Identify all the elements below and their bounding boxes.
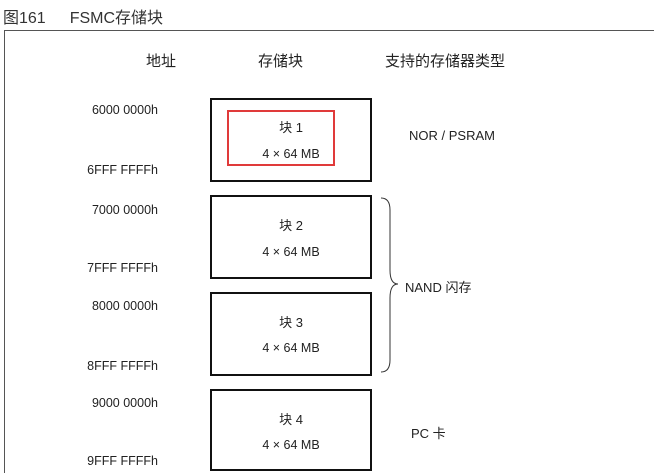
header-address: 地址 [146,53,177,70]
memory-block-1: 块 1 4 × 64 MB [210,98,372,182]
memory-block-4: 块 4 4 × 64 MB [210,389,372,471]
block-size: 4 × 64 MB [262,438,320,452]
figure-title: FSMC存储块 [69,10,164,27]
type-pc-card: PC 卡 [411,426,446,441]
address-end: 8FFF FFFFh [87,359,158,373]
memory-block-2: 块 2 4 × 64 MB [210,195,372,279]
block-size: 4 × 64 MB [262,147,320,161]
block-name: 块 4 [279,412,303,427]
address-start: 8000 0000h [91,299,158,313]
address-start: 9000 0000h [91,396,158,410]
block-name: 块 3 [279,315,303,330]
block-size: 4 × 64 MB [262,341,320,355]
address-end: 7FFF FFFFh [87,261,158,275]
highlight-box [227,110,335,166]
block-name: 块 1 [279,120,303,135]
type-nand-flash: NAND 闪存 [405,280,472,295]
address-start: 6000 0000h [91,103,158,117]
memory-block-3: 块 3 4 × 64 MB [210,292,372,376]
address-end: 9FFF FFFFh [87,454,158,468]
type-nor-psram: NOR / PSRAM [409,128,495,143]
address-start: 7000 0000h [91,203,158,217]
figure-caption: 图161 FSMC存储块 [3,4,163,28]
brace-icon [380,197,399,373]
address-end: 6FFF FFFFh [87,163,158,177]
block-name: 块 2 [279,218,303,233]
diagram-frame [4,30,654,473]
header-block: 存储块 [258,53,304,70]
figure-number: 图161 [3,10,46,27]
header-types: 支持的存储器类型 [385,53,506,70]
block-size: 4 × 64 MB [262,245,320,259]
